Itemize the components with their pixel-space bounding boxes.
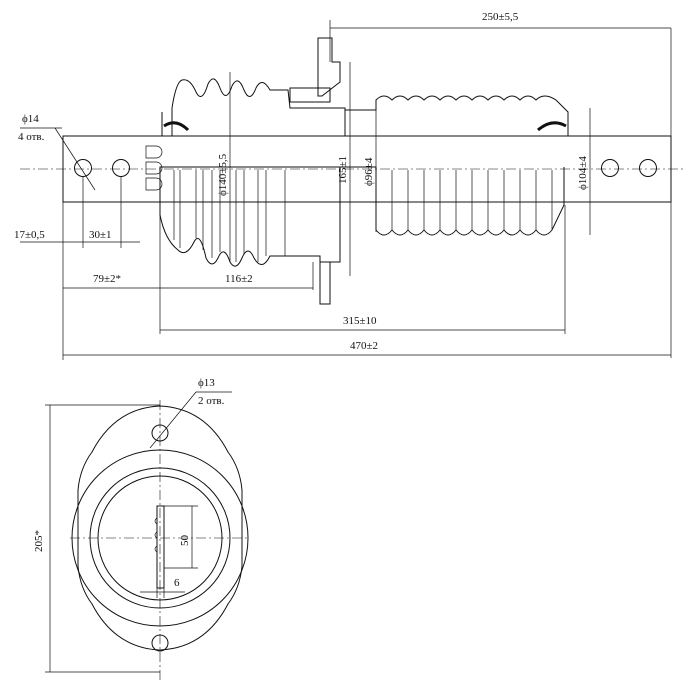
terminal-hole [112,159,130,177]
dim-terminal-length: 79±2* [93,273,121,285]
dim-inner-dia: ϕ96±4 [363,157,375,186]
dim-mount-hole-dia: ϕ13 [198,377,215,389]
rib-lines [173,170,286,262]
dim-outer-dia: ϕ140±5,5 [217,153,229,196]
leader-mount-hole [149,391,197,449]
dim-flange-height: 165±1 [337,156,349,184]
dim-right-dia: ϕ104±4 [577,156,589,190]
dim-total-length: 470±2 [350,340,378,352]
dim-overall-length: 250±5,5 [482,11,519,23]
leader-hole [54,127,96,191]
rib-lines-right [391,170,553,230]
insulator-right-section [161,95,569,137]
gasket-left [163,121,190,132]
terminal-plate [156,505,165,589]
insulator-left-section [171,78,346,137]
dim-hole-count: 4 отв. [18,131,45,143]
front-view: ϕ13 2 отв. 205* 50 6 [33,377,250,680]
dim-slot-width: 6 [174,577,180,589]
dim-slot-height: 50 [179,535,191,547]
dim-height: 205* [33,530,45,552]
side-view: 250±5,5 ϕ14 4 отв. 17±0,5 30±1 79±2* 116… [14,11,685,360]
flange-lower [319,262,331,305]
dim-insulator-length: 315±10 [343,315,377,327]
flange-outline [77,405,243,651]
dim-hole-dia: ϕ14 [22,113,39,125]
dim-flange-to-end: 116±2 [225,273,253,285]
dim-mount-hole-count: 2 отв. [198,395,225,407]
terminal-hole [639,159,657,177]
flange-clamp [289,87,331,103]
dim-pitch: 30±1 [89,229,112,241]
nut-stack [145,145,163,191]
insulator-right-lower [340,166,565,236]
terminal-hole [601,159,619,177]
flange-upper [317,37,341,97]
gasket-right [537,121,567,132]
insulator-lower-body [159,166,341,267]
dim-edge: 17±0,5 [14,229,45,241]
